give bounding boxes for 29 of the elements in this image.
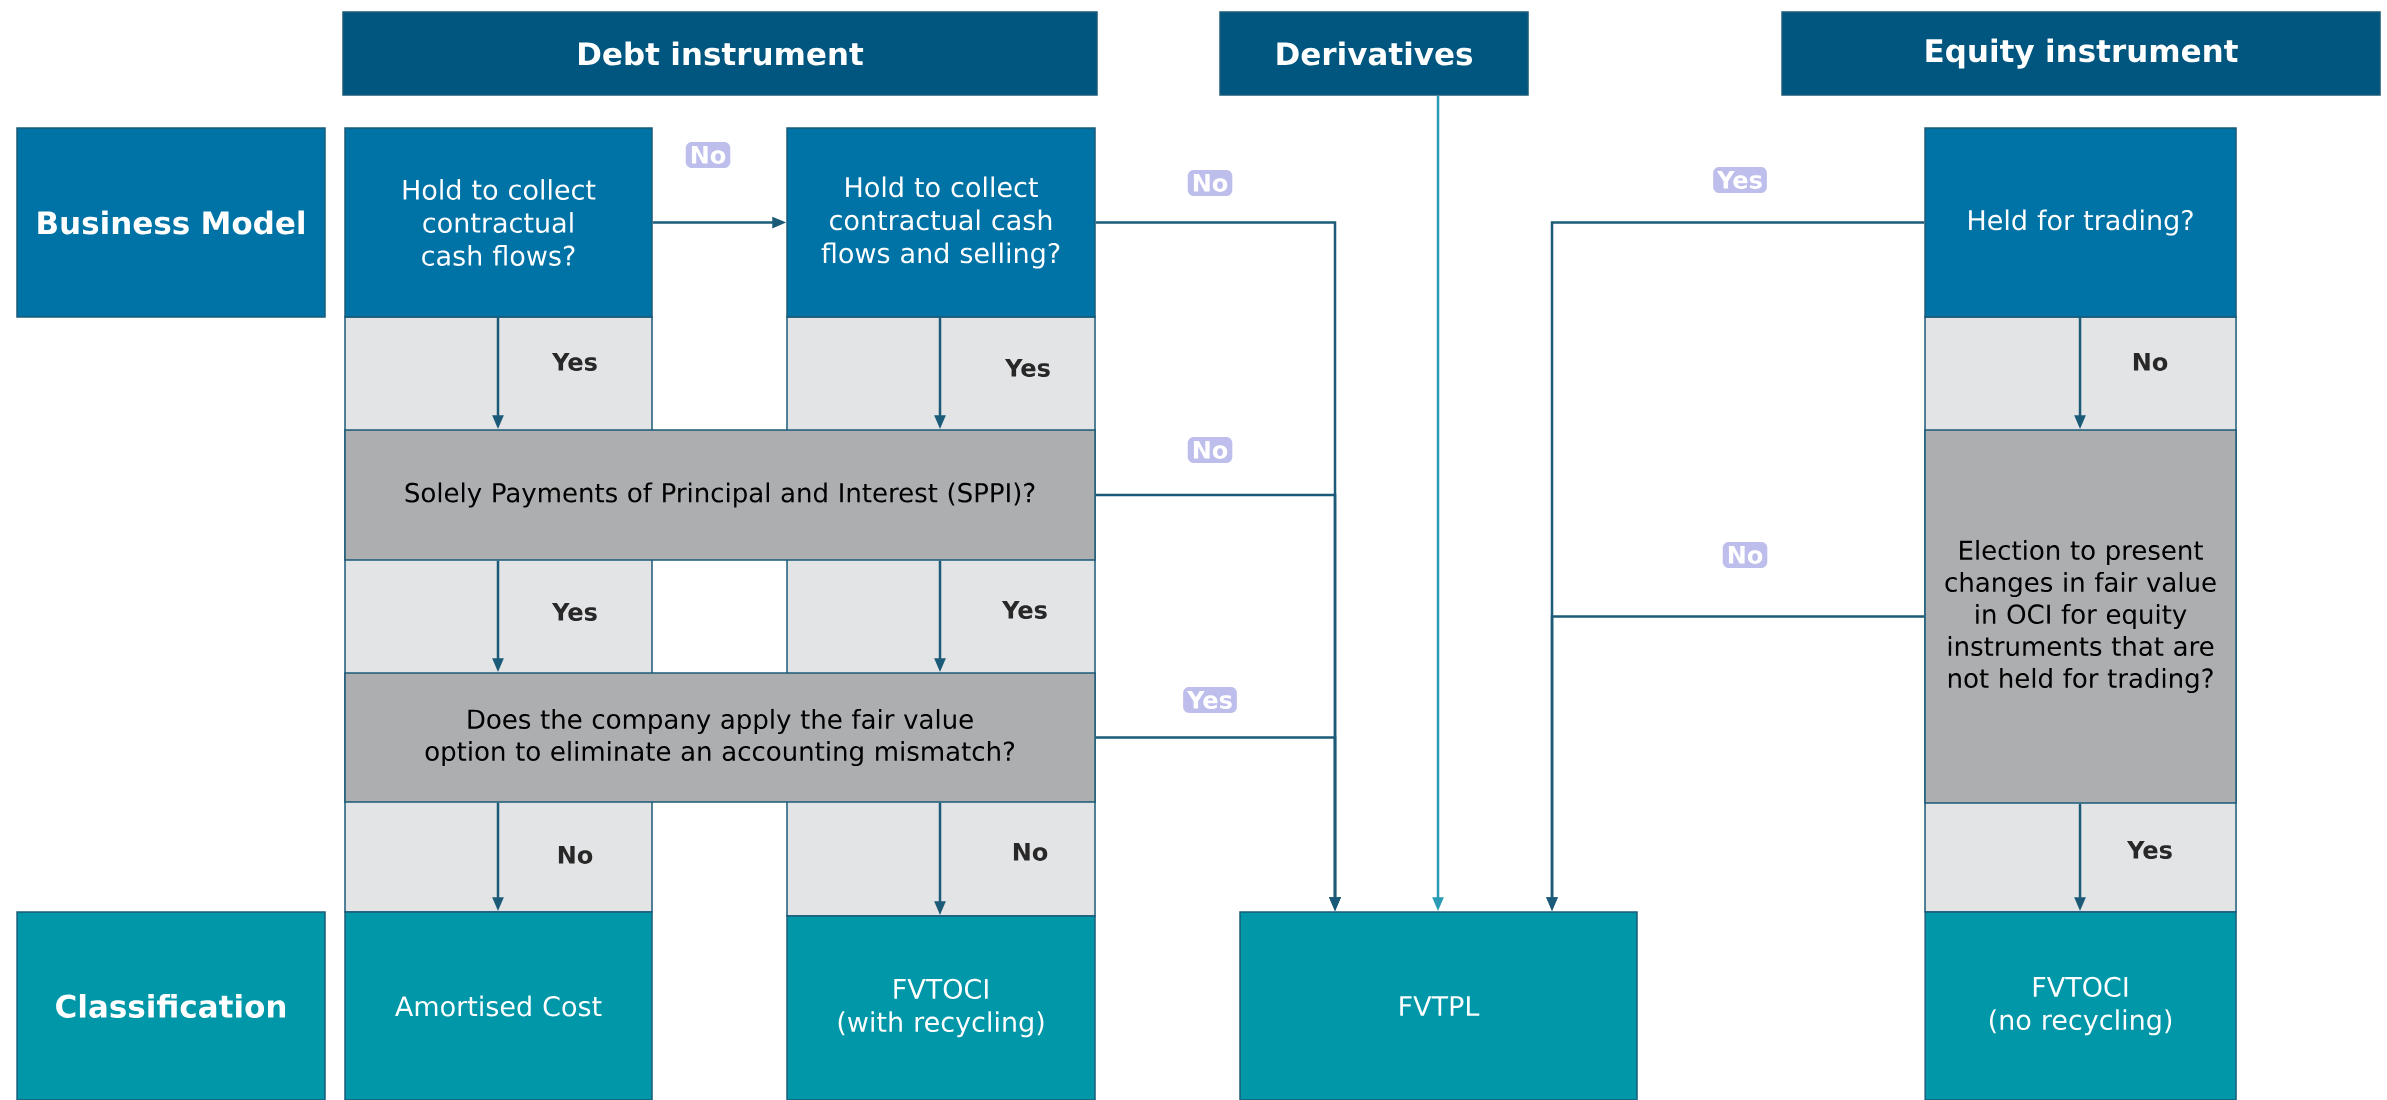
question-box: Solely Payments of Principal and Interest (SPPI)?	[344, 429, 1096, 561]
column-header: Debt instrument	[342, 11, 1098, 96]
edge-label: No	[685, 142, 731, 168]
edge-label: No	[553, 843, 597, 867]
question-box: Held for trading?	[1924, 127, 2237, 318]
edge-label: No	[1187, 437, 1233, 463]
result-box: FVTOCI (with recycling)	[786, 915, 1096, 1100]
edge-label: No	[1187, 170, 1233, 196]
edge-label: No	[1722, 542, 1768, 568]
column-header: Derivatives	[1219, 11, 1529, 96]
question-box: Election to present changes in fair value in OCI for equity instruments that are not held for trading?	[1924, 429, 2237, 804]
edge-label: Yes	[1002, 356, 1054, 380]
result-box: FVTOCI (no recycling)	[1924, 911, 2237, 1100]
edge-label: Yes	[1183, 687, 1237, 713]
question-box: Does the company apply the fair value option to eliminate an accounting mismatch?	[344, 672, 1096, 803]
row-header: Classification	[16, 911, 326, 1100]
result-box: FVTPL	[1239, 911, 1638, 1100]
edge-label: No	[2128, 350, 2172, 374]
edge-label: No	[1008, 840, 1052, 864]
edge-label: Yes	[549, 350, 601, 374]
edge-label: Yes	[999, 598, 1051, 622]
question-box: Hold to collect contractual cash flows?	[344, 127, 653, 318]
column-header: Equity instrument	[1781, 11, 2381, 96]
row-header: Business Model	[16, 127, 326, 318]
edge-label: Yes	[2124, 838, 2176, 862]
result-box: Amortised Cost	[344, 911, 653, 1100]
edge-label: Yes	[549, 600, 601, 624]
edge-label: Yes	[1713, 167, 1767, 193]
question-box: Hold to collect contractual cash flows and selling?	[786, 127, 1096, 318]
